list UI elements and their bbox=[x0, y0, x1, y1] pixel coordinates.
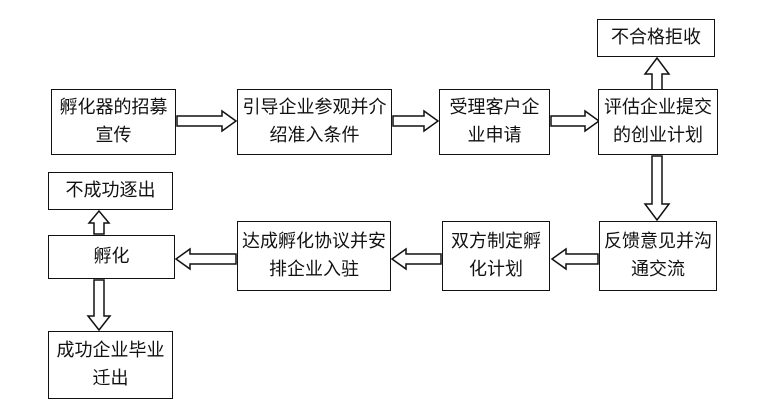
arrow-incubate-to-fail-exit bbox=[87, 209, 111, 235]
node-guide: 引导企业参观并介绍准入条件 bbox=[237, 89, 392, 155]
node-evaluate-label: 评估企业提交的创业计划 bbox=[604, 97, 712, 146]
node-guide-label: 引导企业参观并介绍准入条件 bbox=[242, 97, 387, 146]
node-accept-label: 受理客户企业申请 bbox=[449, 97, 540, 146]
node-fail-exit: 不成功逐出 bbox=[48, 172, 173, 210]
node-feedback: 反馈意见并沟通交流 bbox=[599, 221, 717, 291]
arrow-guide-to-accept bbox=[392, 109, 440, 133]
node-agreement: 达成孵化协议并安排企业入驻 bbox=[237, 221, 391, 291]
node-reject: 不合格拒收 bbox=[597, 19, 715, 57]
node-fail-exit-label: 不成功逐出 bbox=[65, 180, 156, 201]
node-feedback-label: 反馈意见并沟通交流 bbox=[604, 231, 712, 280]
node-recruit: 孵化器的招募宣传 bbox=[51, 89, 176, 155]
node-agreement-label: 达成孵化协议并安排企业入驻 bbox=[242, 231, 386, 280]
node-reject-label: 不合格拒收 bbox=[611, 27, 701, 48]
arrow-evaluate-to-reject bbox=[643, 56, 671, 91]
arrow-feedback-to-plan bbox=[550, 247, 599, 271]
node-incubate-label: 孵化 bbox=[93, 246, 130, 267]
arrow-plan-to-agreement bbox=[390, 247, 442, 271]
arrow-agreement-to-incubate bbox=[174, 247, 237, 271]
node-graduate-label: 成功企业毕业迁出 bbox=[56, 340, 165, 389]
node-recruit-label: 孵化器的招募宣传 bbox=[59, 97, 168, 146]
arrow-evaluate-to-feedback bbox=[643, 155, 671, 222]
node-incubate: 孵化 bbox=[48, 235, 175, 279]
node-evaluate: 评估企业提交的创业计划 bbox=[598, 89, 718, 155]
node-accept: 受理客户企业申请 bbox=[439, 89, 550, 155]
node-graduate: 成功企业毕业迁出 bbox=[48, 331, 173, 399]
arrow-accept-to-evaluate bbox=[550, 109, 601, 133]
node-plan-label: 双方制定孵化计划 bbox=[451, 231, 541, 280]
arrow-incubate-to-graduate bbox=[86, 279, 112, 332]
arrow-recruit-to-guide bbox=[176, 109, 238, 133]
node-plan: 双方制定孵化计划 bbox=[442, 221, 550, 291]
